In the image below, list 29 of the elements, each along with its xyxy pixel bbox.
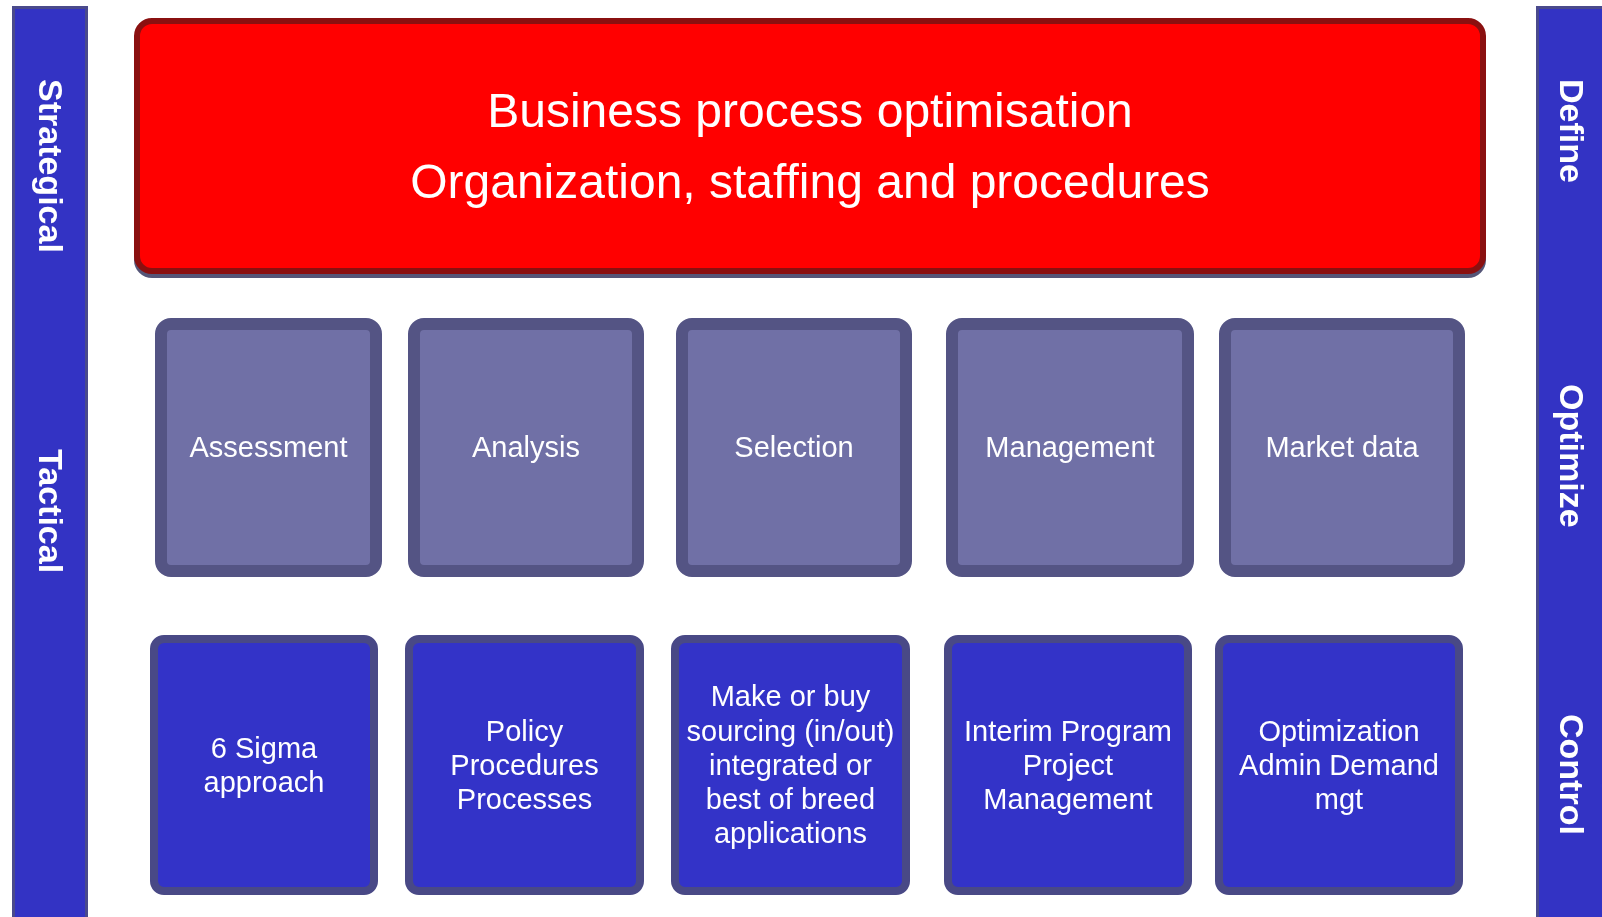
tile-label: Management bbox=[985, 431, 1155, 464]
detail-tile bbox=[150, 635, 378, 895]
band-label: Strategical bbox=[30, 79, 70, 253]
detail-tile bbox=[671, 635, 910, 895]
detail-tile bbox=[405, 635, 644, 895]
detail-tile bbox=[944, 635, 1192, 895]
tile-label: Policy Procedures Processes bbox=[449, 713, 600, 817]
category-tile bbox=[1219, 318, 1465, 577]
band-label: Control bbox=[1551, 714, 1591, 835]
tile-label: Market data bbox=[1265, 431, 1419, 464]
banner-title: Business process optimisation bbox=[487, 83, 1133, 138]
band-label: Tactical bbox=[30, 449, 70, 574]
tile-label: 6 Sigma approach bbox=[202, 730, 326, 800]
tile-label: Analysis bbox=[472, 431, 580, 464]
tile-label: Assessment bbox=[189, 431, 348, 464]
tile-label: Make or buy sourcing (in/out) integrated or best of breed applications bbox=[685, 679, 896, 851]
tile-label: Optimization Admin Demand mgt bbox=[1238, 713, 1440, 817]
detail-tile bbox=[1215, 635, 1463, 895]
tile-label: Selection bbox=[734, 431, 854, 464]
tile-label: Interim Program Project Management bbox=[963, 713, 1173, 817]
side-band bbox=[1536, 6, 1602, 917]
category-tile bbox=[676, 318, 912, 577]
band-label: Define bbox=[1551, 79, 1591, 183]
side-band bbox=[12, 6, 88, 917]
banner-subtitle: Organization, staffing and procedures bbox=[410, 154, 1210, 209]
band-label: Optimize bbox=[1551, 384, 1591, 528]
category-tile bbox=[155, 318, 382, 577]
category-tile bbox=[946, 318, 1194, 577]
category-tile bbox=[408, 318, 644, 577]
